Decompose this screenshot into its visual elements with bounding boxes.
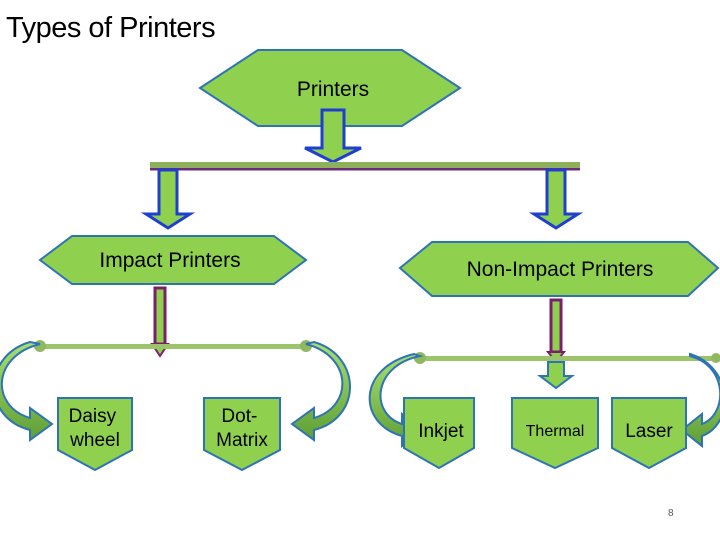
leaf-daisy-wheel: Daisy wheel: [57, 397, 133, 472]
leaf-inkjet: Inkjet: [403, 397, 475, 470]
page-number: 8: [668, 508, 674, 519]
slide-title: Types of Printers: [6, 12, 216, 44]
daisy-wheel-label: Daisy wheel: [69, 406, 122, 451]
non-impact-printers-node: Non-Impact Printers: [398, 241, 720, 297]
dot-matrix-label: Dot- Matrix: [216, 406, 268, 451]
impact-children-bar: [0, 340, 351, 442]
left-curved-arrow: [0, 340, 54, 442]
laser-label: Laser: [625, 421, 673, 442]
thermal-down-arrow: [537, 361, 575, 390]
leaf-laser: Laser: [611, 397, 687, 470]
impact-printers-label: Impact Printers: [99, 249, 240, 272]
root-label: Printers: [297, 78, 369, 101]
leaf-thermal: Thermal: [511, 397, 599, 470]
top-branch-bar: [150, 162, 580, 171]
impact-branch-arrow: [140, 168, 196, 230]
non-impact-printers-label: Non-Impact Printers: [467, 258, 654, 281]
leaf-dot-matrix: Dot- Matrix: [203, 397, 281, 472]
impact-printers-node: Impact Printers: [38, 235, 308, 285]
laser-curved-arrow: [680, 352, 720, 449]
non-impact-connector: [545, 298, 567, 364]
root-node: Printers: [198, 49, 462, 127]
non-impact-branch-arrow: [528, 168, 584, 230]
root-down-arrow: [304, 108, 362, 164]
right-curved-arrow: [290, 340, 351, 442]
inkjet-label: Inkjet: [418, 421, 464, 442]
thermal-label: Thermal: [526, 423, 585, 440]
